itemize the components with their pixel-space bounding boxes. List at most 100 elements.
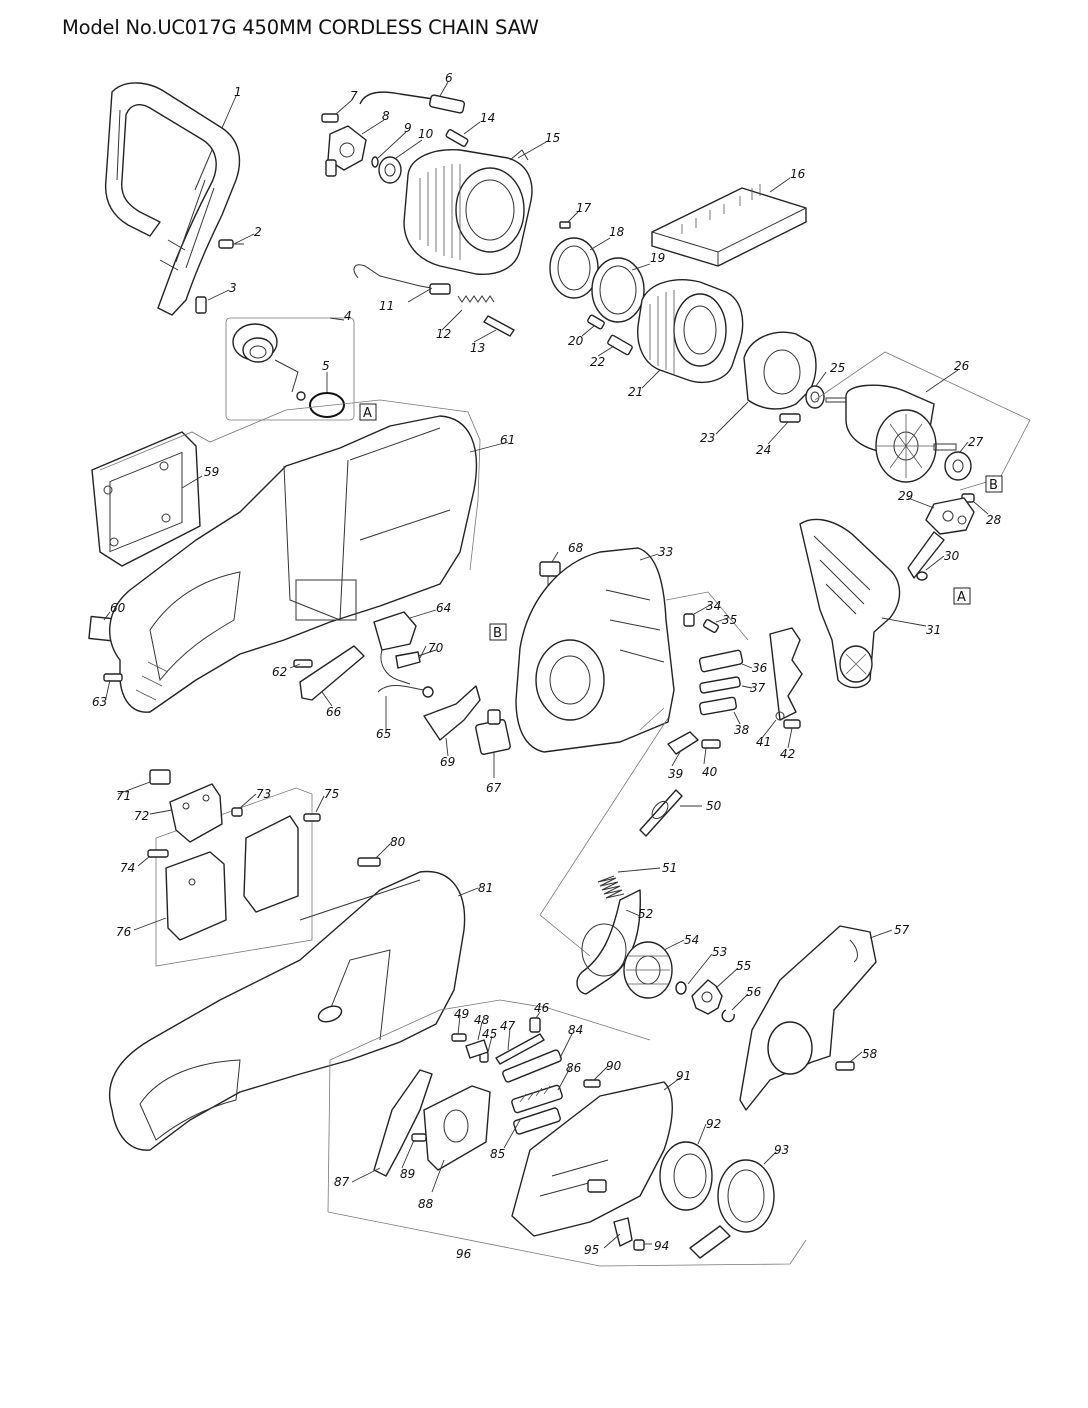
washer-53-part	[675, 981, 687, 995]
callout-66: 66	[326, 705, 342, 719]
callout-93: 93	[774, 1143, 789, 1157]
callout-21: 21	[628, 385, 643, 399]
reference-mark-b-left: B	[489, 623, 507, 641]
sensor-plate-18-part	[549, 237, 599, 299]
lever-70-part	[395, 649, 437, 669]
reference-mark-a-right: A	[953, 587, 971, 605]
callout-48: 48	[474, 1013, 490, 1027]
connector-68-part	[539, 561, 561, 595]
battery-cover-59-part	[91, 431, 201, 567]
callout-13: 13	[470, 341, 485, 355]
callout-80: 80	[390, 835, 406, 849]
nut-94-part	[633, 1239, 645, 1251]
plate-38-part	[699, 696, 737, 716]
callout-72: 72	[134, 809, 149, 823]
spring-35-part	[702, 619, 720, 633]
callout-74: 74	[120, 861, 135, 875]
lever-69-part	[423, 685, 481, 741]
callout-52: 52	[638, 907, 653, 921]
callout-92: 92	[706, 1117, 721, 1131]
bearing-25-part	[805, 385, 825, 409]
switch-67-part	[475, 709, 511, 755]
ring-93-part	[689, 1159, 775, 1259]
callout-71: 71	[116, 789, 131, 803]
brake-band-52-part	[576, 889, 641, 995]
spring-12-part	[457, 295, 495, 303]
callout-7: 7	[350, 89, 358, 103]
adjuster-50-part	[639, 789, 683, 837]
callout-53: 53	[712, 945, 727, 959]
screw-49-part	[451, 1033, 467, 1042]
reference-mark-a-top: A	[359, 403, 377, 421]
gear-housing-33-part	[515, 547, 675, 753]
hand-guard-31-part	[799, 518, 901, 689]
callout-60: 60	[110, 601, 126, 615]
callout-89: 89	[400, 1167, 415, 1181]
callout-76: 76	[116, 925, 132, 939]
callout-36: 36	[752, 661, 768, 675]
plate-37-part	[699, 676, 741, 694]
sprocket-cover-57-part	[739, 925, 877, 1111]
callout-12: 12	[436, 327, 451, 341]
screw-75-part	[303, 813, 321, 822]
svg-text:B: B	[989, 478, 998, 493]
svg-text:A: A	[363, 406, 372, 421]
callout-25: 25	[830, 361, 845, 375]
callout-56: 56	[746, 985, 762, 999]
callout-55: 55	[736, 959, 751, 973]
stator-21-part	[637, 279, 744, 384]
screw-24-part	[779, 413, 801, 423]
plate-36-part	[698, 649, 744, 673]
oil-hose-6-part	[359, 91, 466, 114]
svg-text:B: B	[493, 626, 502, 641]
spike-41-part	[769, 627, 803, 721]
callout-68: 68	[568, 541, 584, 555]
screw-3-part	[195, 296, 207, 314]
lock-lever-66-part	[299, 645, 365, 701]
svg-text:A: A	[957, 590, 966, 605]
callout-34: 34	[706, 599, 721, 613]
callout-23: 23	[700, 431, 715, 445]
callout-20: 20	[568, 334, 584, 348]
callout-75: 75	[324, 787, 339, 801]
knob-92-part	[659, 1141, 713, 1211]
front-handle-part	[104, 82, 241, 316]
callout-33: 33	[658, 545, 673, 559]
bearing-27-part	[944, 451, 972, 481]
callout-28: 28	[986, 513, 1002, 527]
callout-54: 54	[684, 933, 699, 947]
callout-38: 38	[734, 723, 750, 737]
callout-3: 3	[229, 281, 237, 295]
callout-41: 41	[756, 735, 771, 749]
e-ring-30-part	[916, 571, 928, 581]
callout-45: 45	[482, 1027, 497, 1041]
callout-88: 88	[418, 1197, 434, 1211]
callout-31: 31	[926, 623, 941, 637]
hose-11-part	[353, 264, 451, 295]
callout-73: 73	[256, 787, 271, 801]
callout-17: 17	[576, 201, 592, 215]
knob-95-part	[613, 1217, 633, 1247]
callout-63: 63	[92, 695, 107, 709]
callout-8: 8	[382, 109, 390, 123]
callout-70: 70	[428, 641, 444, 655]
callout-64: 64	[436, 601, 451, 615]
screw-40-part	[701, 739, 721, 749]
screw-7-part	[321, 113, 339, 123]
oil-cap-group	[225, 317, 355, 421]
screw-89-part	[411, 1133, 427, 1142]
switch-64-part	[373, 611, 417, 685]
callout-94: 94	[654, 1239, 669, 1253]
callout-87: 87	[334, 1175, 350, 1189]
oil-pump-8-part	[325, 125, 367, 177]
plate-39-part	[667, 731, 699, 755]
callout-10: 10	[418, 127, 434, 141]
callout-61: 61	[500, 433, 515, 447]
controller-group-71-76	[155, 787, 313, 967]
end-plate-23-part	[743, 331, 817, 410]
callout-35: 35	[722, 613, 737, 627]
terminal-22-part	[607, 334, 633, 356]
callout-69: 69	[440, 755, 455, 769]
screw-90-part	[583, 1079, 601, 1088]
